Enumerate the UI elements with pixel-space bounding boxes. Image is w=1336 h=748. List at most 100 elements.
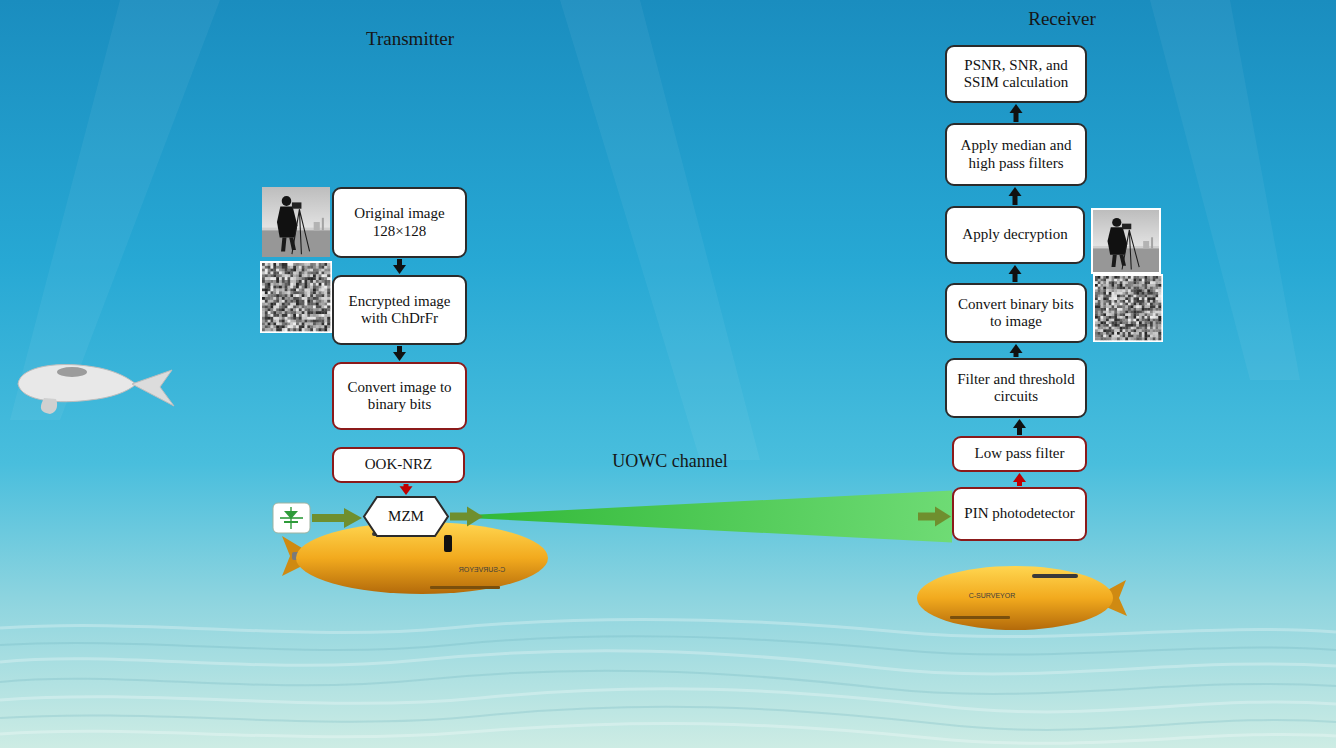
encrypted-thumbnail xyxy=(316,323,319,326)
encrypted-thumbnail xyxy=(299,277,302,280)
encrypted-thumbnail xyxy=(1128,316,1131,319)
encrypted-thumbnail xyxy=(1147,311,1150,314)
encrypted-thumbnail xyxy=(1098,337,1101,340)
encrypted-thumbnail xyxy=(1156,324,1159,327)
encrypted-thumbnail xyxy=(310,317,313,320)
encrypted-thumbnail xyxy=(268,286,271,289)
encrypted-thumbnail xyxy=(305,263,308,266)
encrypted-thumbnail xyxy=(1101,289,1104,292)
encrypted-thumbnail xyxy=(327,269,330,272)
encrypted-thumbnail xyxy=(1136,305,1139,308)
encrypted-thumbnail xyxy=(1142,316,1145,319)
encrypted-thumbnail xyxy=(265,317,268,320)
encrypted-thumbnail xyxy=(313,308,316,311)
encrypted-thumbnail xyxy=(319,314,322,317)
original-thumbnail xyxy=(262,187,330,257)
sand-ripples xyxy=(0,619,1336,743)
process-box: Apply median and high pass filters xyxy=(945,123,1087,186)
encrypted-thumbnail xyxy=(324,291,327,294)
encrypted-thumbnail xyxy=(1098,311,1101,314)
encrypted-thumbnail xyxy=(1128,305,1131,308)
encrypted-thumbnail xyxy=(1134,311,1137,314)
encrypted-thumbnail xyxy=(268,289,271,292)
encrypted-thumbnail xyxy=(1136,303,1139,306)
encrypted-thumbnail xyxy=(276,317,279,320)
box-text: Apply decryption xyxy=(962,226,1067,243)
encrypted-thumbnail xyxy=(276,277,279,280)
encrypted-thumbnail xyxy=(1114,332,1117,335)
encrypted-thumbnail xyxy=(290,266,293,269)
encrypted-thumbnail xyxy=(1131,295,1134,298)
encrypted-thumbnail xyxy=(1145,281,1148,284)
encrypted-thumbnail xyxy=(1156,311,1159,314)
encrypted-thumbnail xyxy=(1153,284,1156,287)
encrypted-thumbnail xyxy=(1139,292,1142,295)
arrow-head xyxy=(467,507,483,527)
encrypted-thumbnail xyxy=(260,261,332,333)
encrypted-thumbnail xyxy=(1134,284,1137,287)
encrypted-thumbnail xyxy=(1128,337,1131,340)
encrypted-thumbnail xyxy=(1147,300,1150,303)
encrypted-thumbnail xyxy=(310,277,313,280)
encrypted-thumbnail xyxy=(1142,303,1145,306)
encrypted-thumbnail xyxy=(1131,319,1134,322)
encrypted-thumbnail xyxy=(1139,316,1142,319)
encrypted-thumbnail xyxy=(1136,287,1139,290)
encrypted-thumbnail xyxy=(302,263,305,266)
vehicle-marking: C-SURVEYOR xyxy=(969,592,1016,599)
original-thumbnail xyxy=(262,187,330,257)
encrypted-thumbnail xyxy=(1095,337,1098,340)
encrypted-thumbnail xyxy=(1103,292,1106,295)
encrypted-thumbnail xyxy=(1103,279,1106,282)
encrypted-thumbnail xyxy=(302,297,305,300)
encrypted-thumbnail xyxy=(1142,319,1145,322)
encrypted-thumbnail xyxy=(1128,329,1131,332)
encrypted-thumbnail xyxy=(1120,319,1123,322)
encrypted-thumbnail xyxy=(1098,327,1101,330)
encrypted-thumbnail xyxy=(1125,324,1128,327)
encrypted-thumbnail xyxy=(1109,329,1112,332)
encrypted-thumbnail xyxy=(285,272,288,275)
encrypted-thumbnail xyxy=(285,308,288,311)
encrypted-thumbnail xyxy=(1125,313,1128,316)
encrypted-thumbnail xyxy=(1101,313,1104,316)
encrypted-thumbnail xyxy=(1156,300,1159,303)
encrypted-thumbnail xyxy=(279,294,282,297)
encrypted-thumbnail xyxy=(276,263,279,266)
encrypted-thumbnail xyxy=(293,291,296,294)
sand-shadows xyxy=(0,707,1336,730)
encrypted-thumbnail xyxy=(316,277,319,280)
encrypted-thumbnail xyxy=(1098,305,1101,308)
encrypted-thumbnail xyxy=(288,320,291,323)
encrypted-thumbnail xyxy=(262,325,265,328)
encrypted-thumbnail xyxy=(1125,303,1128,306)
encrypted-thumbnail xyxy=(319,272,322,275)
encrypted-thumbnail xyxy=(271,306,274,309)
encrypted-thumbnail xyxy=(288,272,291,275)
encrypted-thumbnail xyxy=(271,308,274,311)
encrypted-thumbnail xyxy=(302,283,305,286)
encrypted-thumbnail xyxy=(299,314,302,317)
encrypted-thumbnail xyxy=(285,269,288,272)
encrypted-thumbnail xyxy=(1156,279,1159,282)
encrypted-thumbnail xyxy=(1158,316,1161,319)
encrypted-thumbnail xyxy=(296,272,299,275)
encrypted-thumbnail xyxy=(1109,276,1112,279)
encrypted-thumbnail xyxy=(285,266,288,269)
encrypted-thumbnail xyxy=(296,314,299,317)
encrypted-thumbnail xyxy=(273,311,276,314)
encrypted-thumbnail xyxy=(1128,335,1131,338)
encrypted-thumbnail xyxy=(1112,332,1115,335)
encrypted-thumbnail xyxy=(1098,295,1101,298)
encrypted-thumbnail xyxy=(324,266,327,269)
encrypted-thumbnail xyxy=(313,266,316,269)
encrypted-thumbnail xyxy=(324,317,327,320)
encrypted-thumbnail xyxy=(282,328,285,331)
encrypted-thumbnail xyxy=(1095,327,1098,330)
encrypted-thumbnail xyxy=(1095,332,1098,335)
encrypted-thumbnail xyxy=(262,314,265,317)
encrypted-thumbnail xyxy=(265,277,268,280)
encrypted-thumbnail xyxy=(1150,284,1153,287)
encrypted-thumbnail xyxy=(1136,292,1139,295)
encrypted-thumbnail xyxy=(310,325,313,328)
